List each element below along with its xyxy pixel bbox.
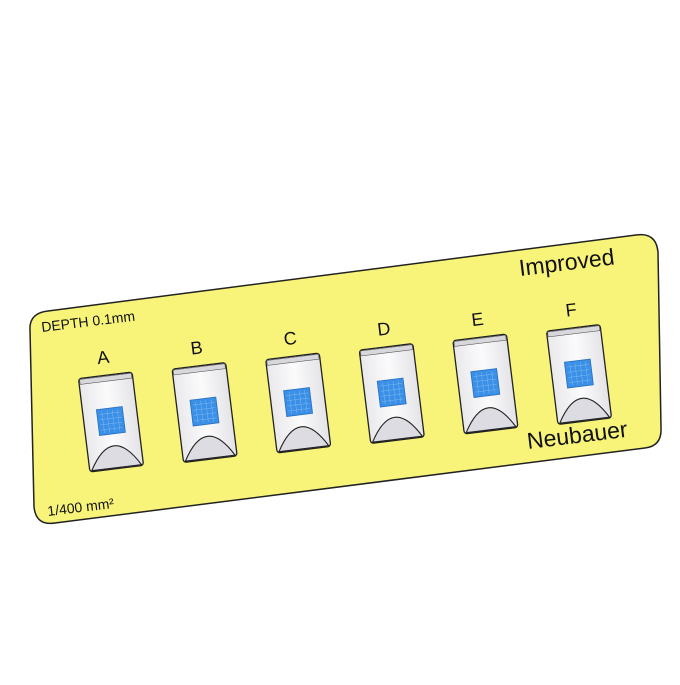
grid-rule [293, 391, 298, 414]
counting-grid [376, 377, 407, 408]
grid-rule [574, 362, 578, 385]
chamber-lip [172, 363, 226, 376]
grid-rule [111, 409, 116, 432]
loading-notch [90, 445, 143, 472]
chamber-d: D [358, 318, 425, 444]
grid-rule [568, 379, 591, 383]
chamber-lip [453, 334, 507, 347]
grid-rule [381, 393, 403, 397]
grid-rule [475, 373, 480, 395]
grid-rule [205, 400, 209, 423]
chamber-letter: B [189, 337, 203, 358]
grid-rule [194, 417, 217, 421]
grid-rule [475, 389, 498, 393]
chamber-f: F [546, 299, 612, 425]
grid-rule [491, 371, 495, 394]
grid-rule [473, 373, 496, 377]
chamber-a: A [78, 347, 144, 473]
grid-rule [288, 408, 310, 412]
grid-rule [99, 416, 122, 421]
chamber-lip [266, 353, 320, 366]
grid-rule [100, 427, 123, 431]
grid-rule [288, 392, 292, 414]
grid-rule [569, 363, 573, 386]
chamber-letter: E [470, 309, 484, 330]
loading-notch [278, 426, 330, 453]
grid-rule [117, 409, 121, 432]
chamber-lip [360, 344, 413, 357]
grid-rule [299, 390, 303, 413]
grid-rule [192, 402, 215, 406]
grid-rule [381, 398, 404, 402]
grid-rule [392, 381, 396, 404]
counting-grid [470, 368, 501, 398]
grid-rule [568, 374, 591, 378]
grid-rule [380, 388, 403, 392]
grid-rule [195, 401, 199, 424]
chamber-lip [547, 325, 601, 338]
grid-rule [286, 392, 309, 396]
loading-notch [465, 407, 517, 434]
grid-rule [566, 364, 589, 368]
grid-rule [287, 402, 310, 407]
counting-grid [563, 358, 594, 389]
grid-rule [474, 378, 496, 383]
grid-rule [579, 362, 584, 385]
grid-rule [98, 411, 121, 415]
loading-notch [371, 416, 424, 443]
chamber-letter: D [376, 318, 391, 339]
counting-grid [283, 387, 314, 417]
chamber-letter: F [564, 299, 577, 320]
grid-rule [379, 383, 402, 387]
grid-rule [106, 410, 110, 433]
grid-rule [567, 369, 590, 373]
chamber-letter: C [283, 328, 298, 349]
grid-rule [382, 382, 386, 405]
grid-rule [474, 383, 497, 388]
chamber-b: B [171, 337, 238, 463]
loading-notch [558, 397, 611, 424]
grid-rule [481, 372, 485, 395]
grid-rule [101, 411, 105, 433]
chamber-e: E [452, 309, 519, 435]
chamber-lip [79, 372, 133, 385]
grid-rule [193, 412, 216, 416]
grid-rule [585, 361, 589, 384]
counting-grid [189, 396, 220, 427]
grid-rule [286, 397, 309, 402]
chamber-c: C [265, 328, 332, 454]
grid-rule [387, 381, 391, 404]
grid-rule [200, 400, 204, 423]
grid-rule [304, 390, 308, 413]
grid-rule [210, 399, 214, 422]
chambers-group: A B C D E F [78, 299, 612, 473]
loading-notch [184, 435, 237, 462]
grid-rule [486, 371, 490, 394]
grid-rule [397, 380, 402, 403]
counting-grid [95, 406, 126, 436]
grid-rule [193, 407, 216, 411]
chamber-letter: A [96, 347, 110, 368]
grid-rule [100, 421, 123, 426]
